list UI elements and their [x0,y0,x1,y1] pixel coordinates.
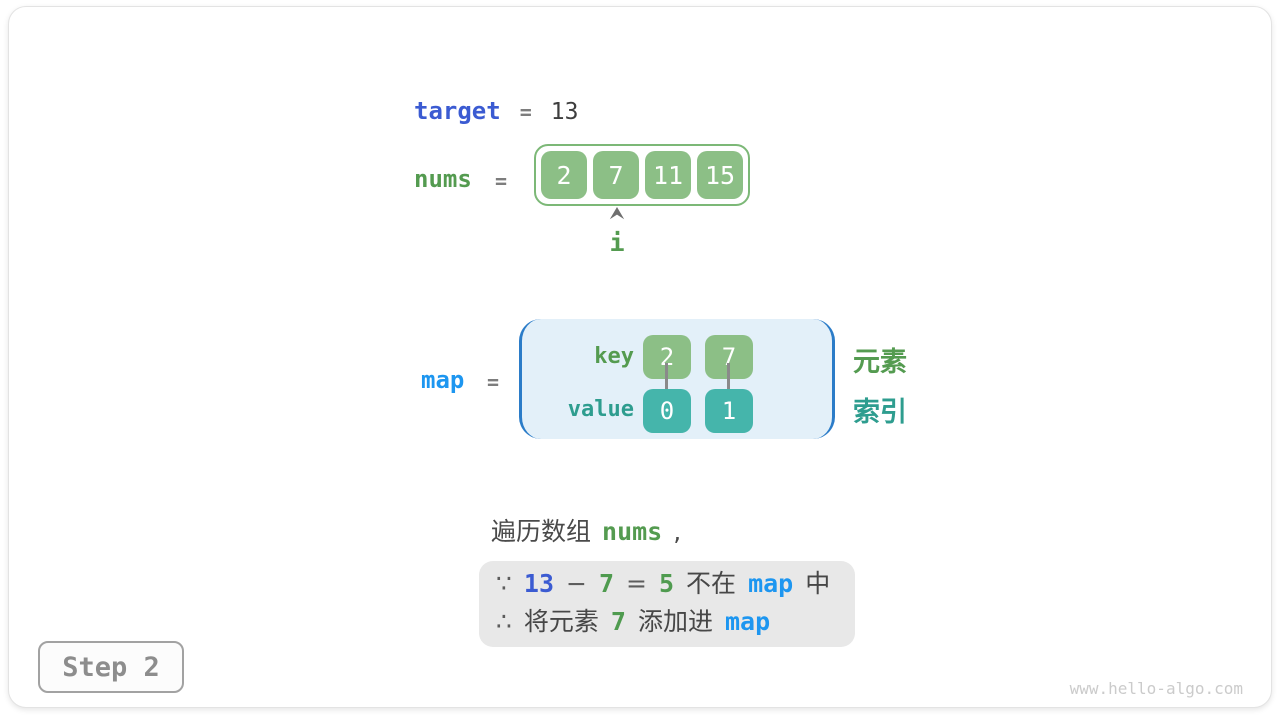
note-text: 不在 [686,569,737,598]
equals-sign: = [487,370,500,394]
index-side-label: 索引 [853,397,907,428]
map-key-cell: 7 [705,335,753,379]
map-entry: 7 1 [705,319,753,439]
note-text: 中 [805,569,831,598]
index-pointer-label: i [609,228,625,257]
note-line-1: ∵ 13 − 7 = 5 不在 map 中 [496,565,855,603]
note-value: 5 [658,569,675,598]
target-keyword: target [414,97,501,125]
map-arrow-icon [727,363,730,399]
note-value: 7 [610,607,626,636]
target-expression: target = 13 [414,97,578,125]
note-line-2: ∴ 将元素 7 添加进 map [496,603,855,641]
map-key-label: key [594,344,634,369]
map-value-cell: 1 [705,389,753,433]
caption-text: 遍历数组 [491,517,592,546]
watermark: www.hello-algo.com [1069,679,1243,698]
array-cell: 7 [593,151,639,199]
diagram-card: target = 13 nums = 2 7 11 15 i map = key… [8,6,1272,708]
note-text: 将元素 [523,607,599,636]
map-entry: 2 0 [643,319,691,439]
note-text: 添加进 [637,607,713,636]
note-box: ∵ 13 − 7 = 5 不在 map 中 ∴ 将元素 7 添加进 map [479,561,855,647]
minus-sign: − [566,569,587,598]
target-value: 13 [550,99,579,125]
index-pointer-icon [609,207,625,220]
note-code: map [748,569,794,598]
array-cell: 11 [645,151,691,199]
array-cell: 2 [541,151,587,199]
array-cell: 15 [697,151,743,199]
note-value: 13 [523,569,555,598]
note-value: 7 [598,569,615,598]
map-arrow-icon [665,363,668,399]
map-value-label: value [567,397,634,422]
caption-comma: , [673,517,682,546]
element-side-label: 元素 [853,347,907,378]
therefore-symbol: ∴ [496,607,512,636]
note-code: map [725,607,771,636]
equals-sign: = [519,100,532,124]
caption-code: nums [602,517,663,546]
map-value-cell: 0 [643,389,691,433]
nums-keyword: nums [414,165,472,193]
because-symbol: ∵ [496,569,512,598]
map-keyword: map [421,366,465,394]
equals-sign: = [626,569,647,598]
caption-line: 遍历数组 nums , [491,512,681,548]
nums-array: 2 7 11 15 [534,144,750,206]
step-badge: Step 2 [38,641,184,693]
map-container: key value 2 0 7 1 [519,319,835,439]
equals-sign: = [495,169,508,193]
